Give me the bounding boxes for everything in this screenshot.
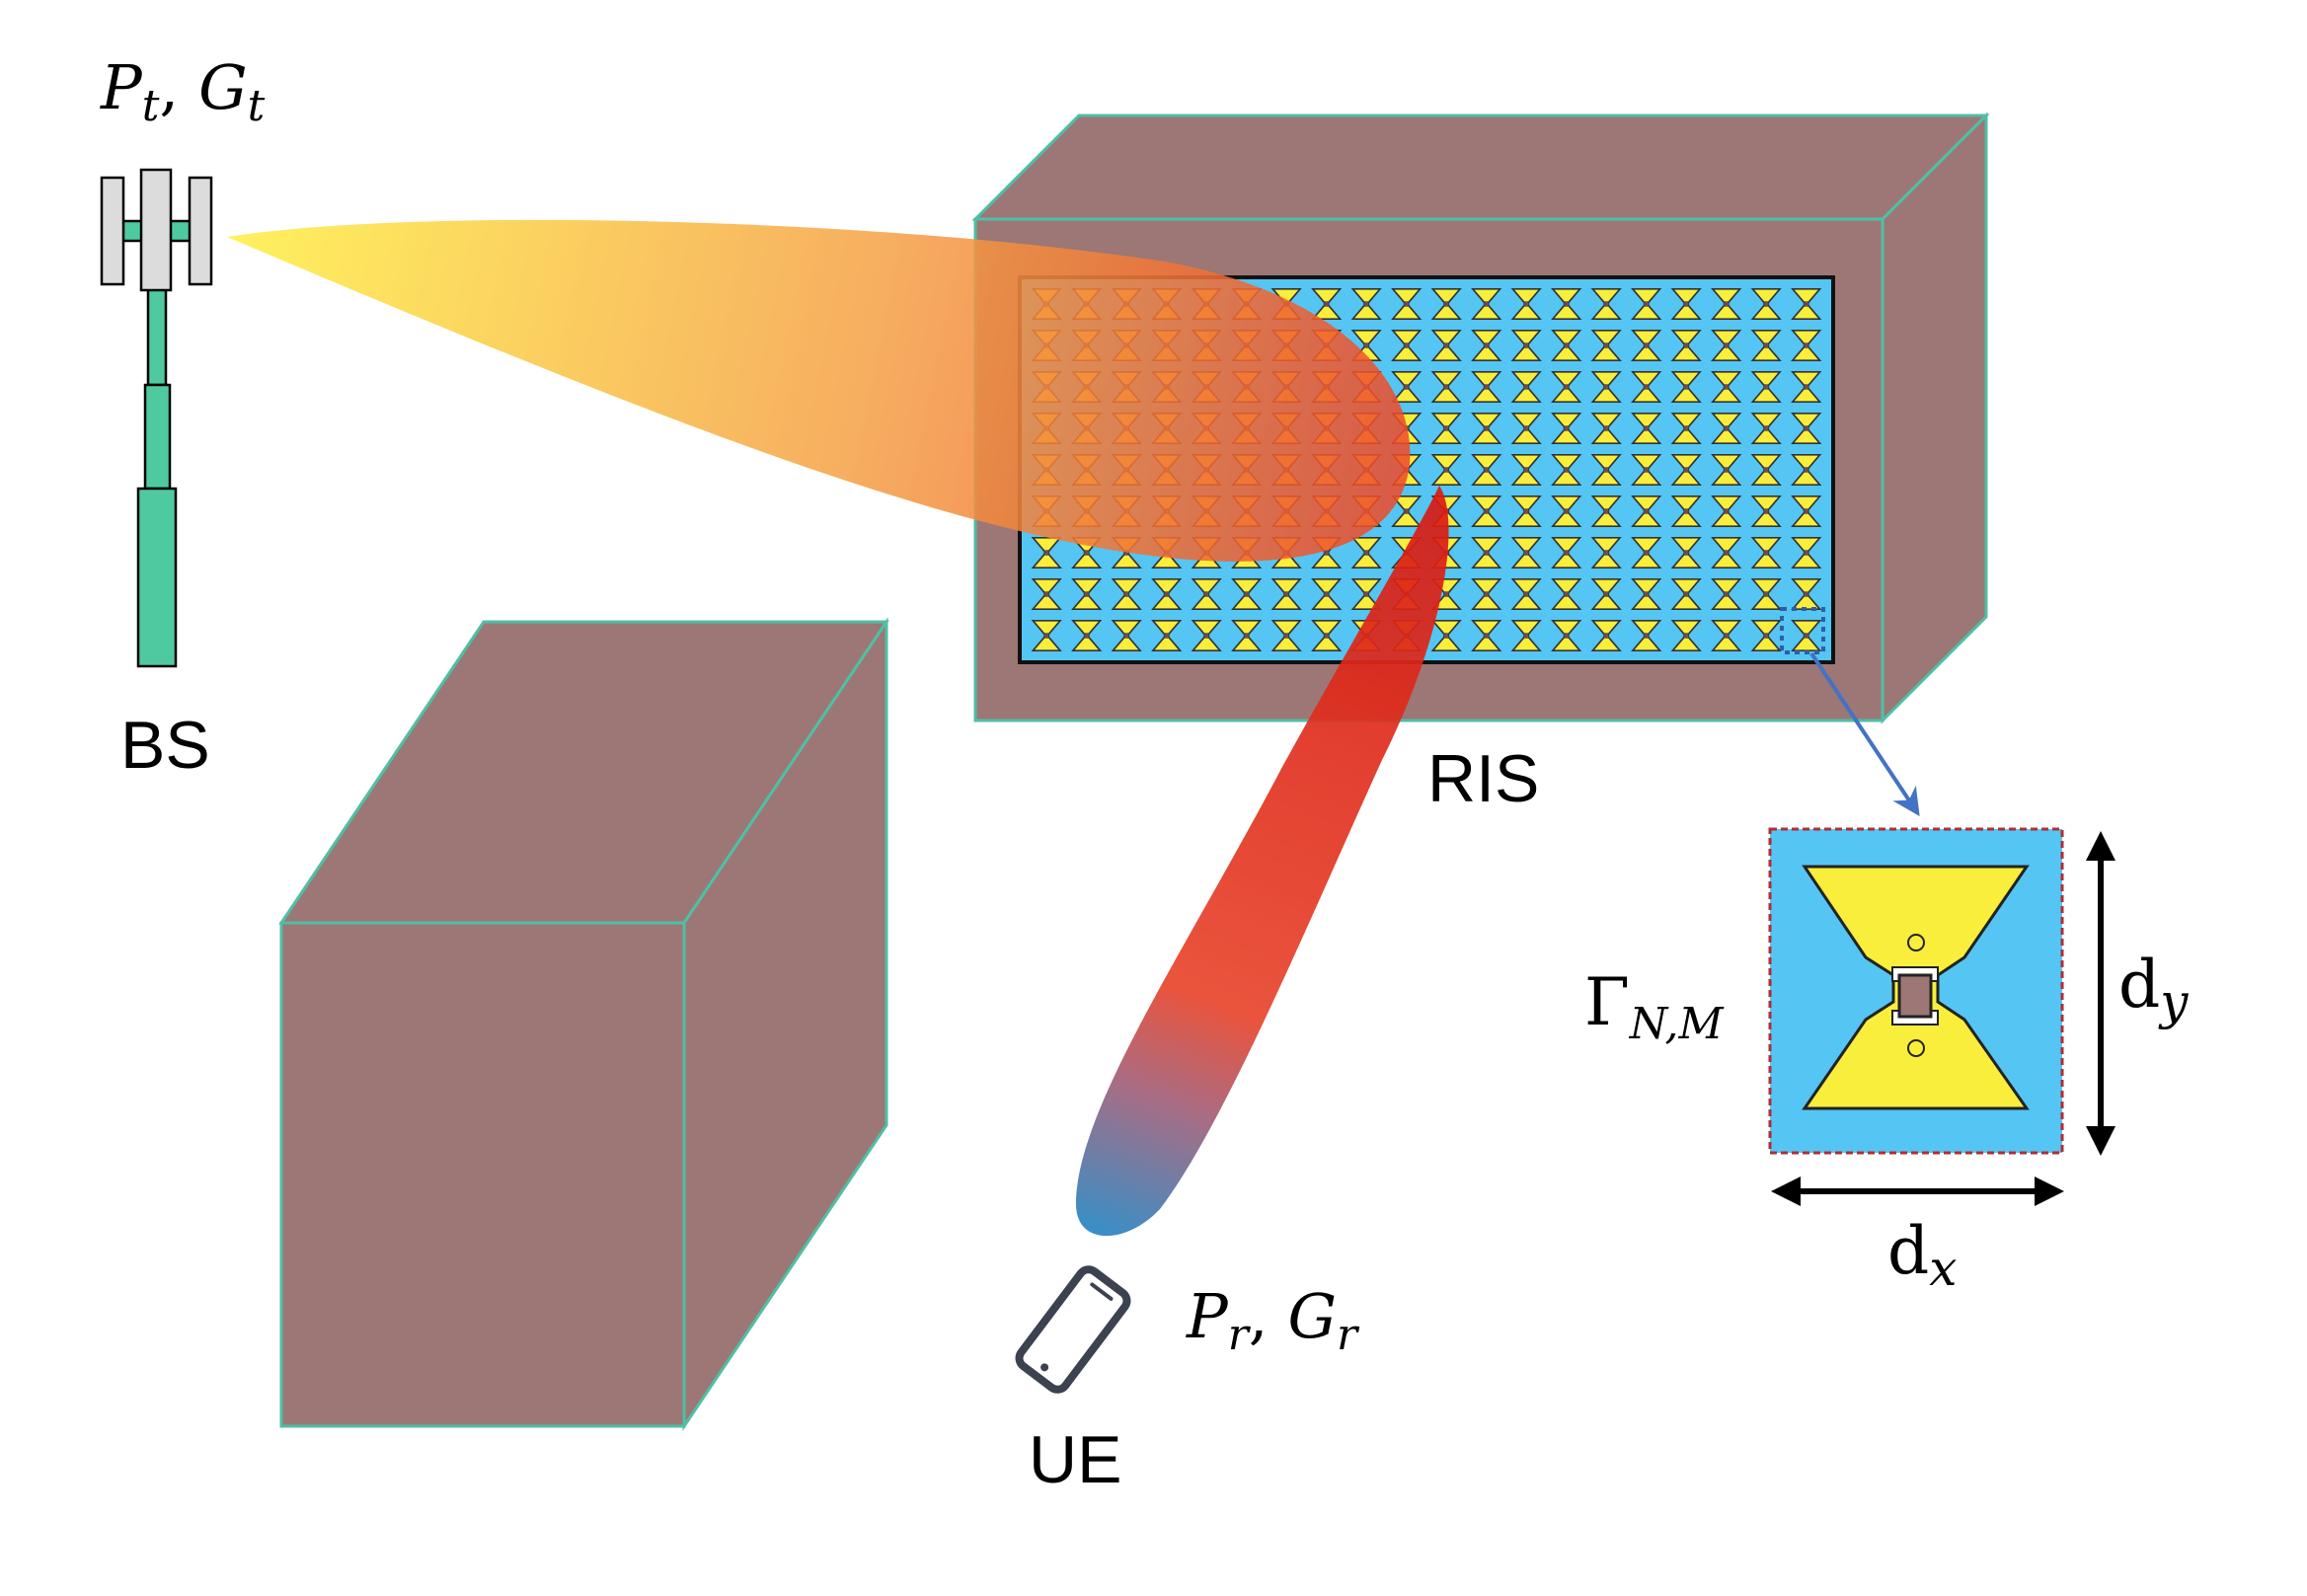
reflection-coefficient-label: ΓN,M	[1584, 964, 1724, 1049]
ris-label: RIS	[1427, 741, 1539, 816]
left-building	[278, 617, 889, 1431]
tx-power-gain-label: Pt,Gt	[100, 51, 266, 131]
tx-beam	[227, 219, 1411, 562]
zoom-arrow	[1809, 651, 1920, 816]
smartphone-icon	[1015, 1265, 1131, 1394]
unit-cell-zoom	[1768, 827, 2064, 1155]
dx-label: dx	[1887, 1213, 1957, 1297]
ue-label: UE	[1029, 1422, 1121, 1497]
dy-label: dy	[2118, 947, 2189, 1030]
highlighted-element	[1780, 607, 1825, 654]
rx-power-gain-label: Pr,Gr	[1186, 1280, 1360, 1360]
bs-label: BS	[120, 708, 210, 783]
cell-tower-icon	[100, 168, 213, 668]
rx-beam	[1076, 486, 1449, 1237]
